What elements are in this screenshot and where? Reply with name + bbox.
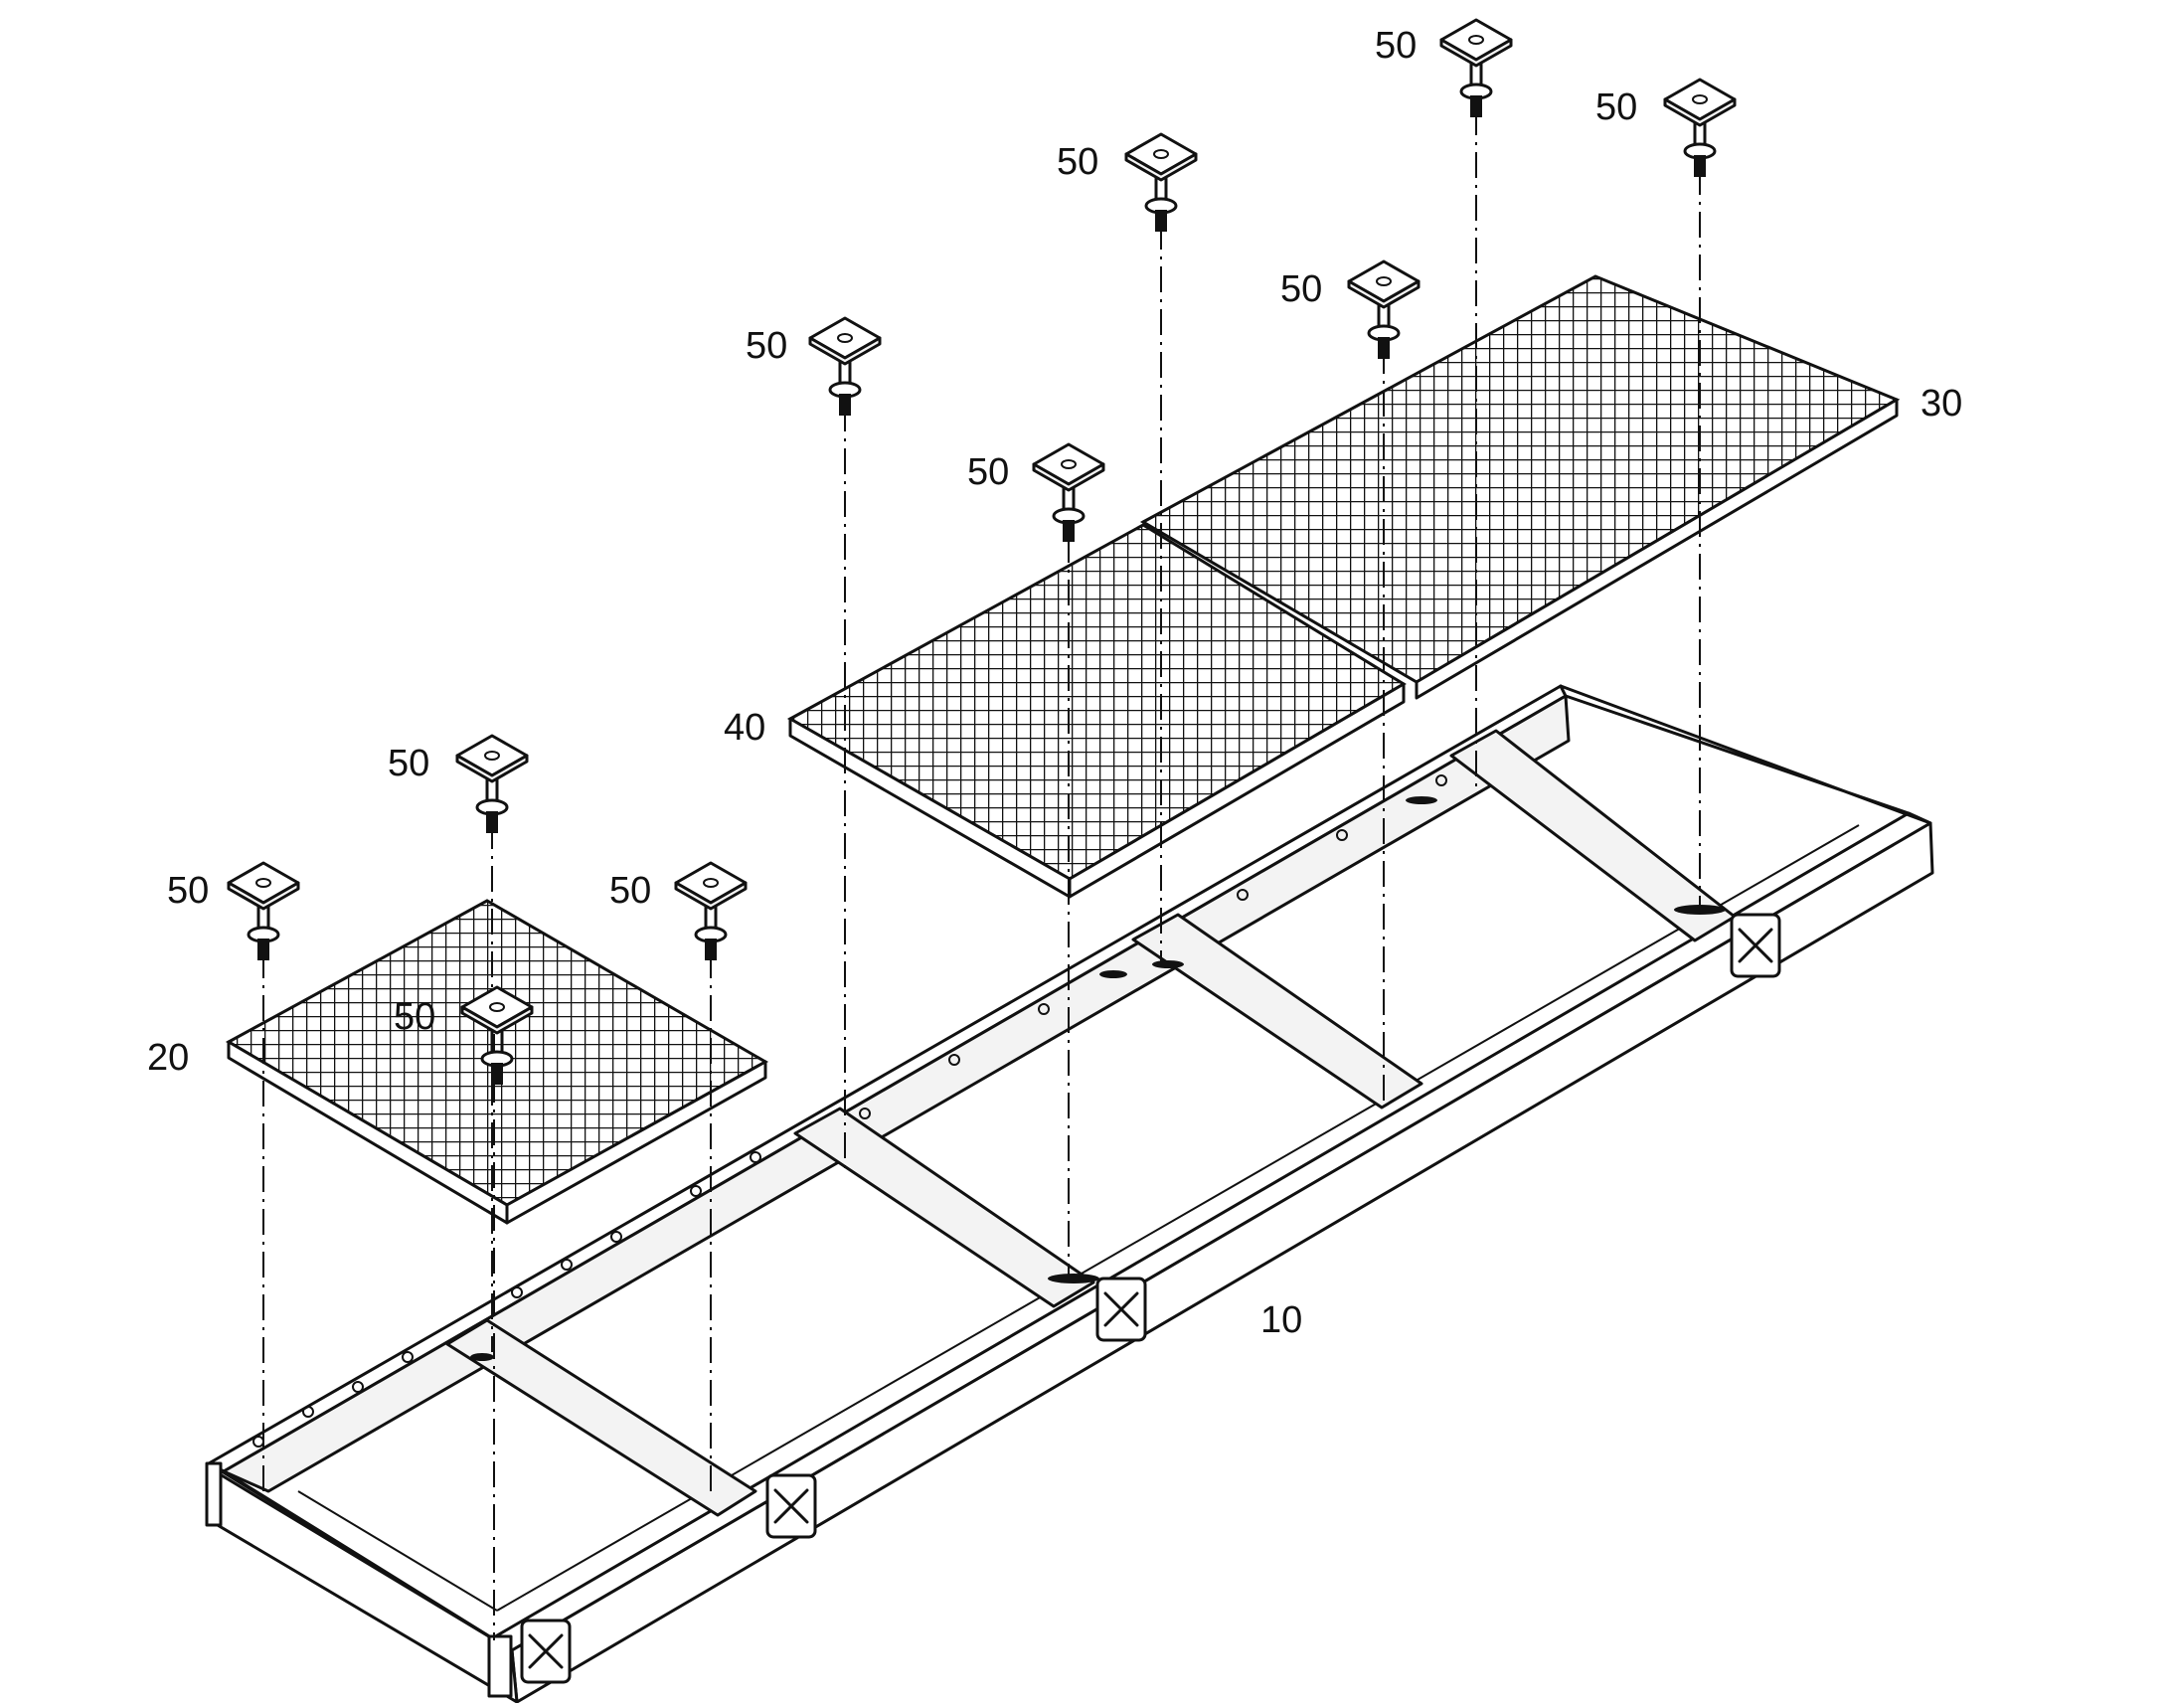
label-base-frame: 10 <box>1260 1299 1302 1341</box>
label-fastener-10: 50 <box>1595 86 1637 128</box>
label-grate-medium: 40 <box>724 707 765 749</box>
fastener-1 <box>227 861 300 962</box>
label-fastener-7: 50 <box>1057 141 1098 183</box>
cross-member-1 <box>445 1318 757 1517</box>
label-grate-small: 20 <box>147 1037 189 1079</box>
grate-long <box>1139 274 1901 700</box>
corner-bracket-mid-1 <box>765 1473 817 1539</box>
fastener-7 <box>1124 132 1198 234</box>
frame-far-inner-wall <box>222 694 1571 1493</box>
label-grate-long: 30 <box>1921 383 1962 425</box>
assembly-lines <box>262 109 1701 1640</box>
frame-left-end-face <box>205 1464 519 1704</box>
fastener-2 <box>455 734 529 835</box>
reference-labels: 10 20 30 40 50 50 50 50 50 50 50 50 50 5… <box>147 25 1962 1341</box>
fastener-10 <box>1663 78 1737 179</box>
label-fastener-1: 50 <box>167 870 209 912</box>
frame-right-end-top <box>1559 684 1932 825</box>
base-frame <box>205 684 1934 1704</box>
grate-medium <box>786 523 1407 899</box>
corner-bracket-right <box>1730 913 1781 978</box>
fastener-8 <box>1347 259 1421 361</box>
label-fastener-8: 50 <box>1280 268 1322 310</box>
label-fastener-4: 50 <box>394 996 435 1038</box>
label-fastener-5: 50 <box>746 325 787 367</box>
fastener-3 <box>674 861 748 962</box>
label-fastener-3: 50 <box>609 870 651 912</box>
corner-bracket-mid-2 <box>1095 1277 1147 1342</box>
fastener-6 <box>1032 442 1105 544</box>
fastener-5 <box>808 316 882 418</box>
label-fastener-6: 50 <box>967 451 1009 493</box>
label-fastener-2: 50 <box>388 743 429 784</box>
far-wall-holes <box>252 774 1447 1448</box>
cross-member-3 <box>1131 913 1423 1110</box>
cross-member-2 <box>793 1107 1095 1308</box>
fastener-9 <box>1439 18 1513 119</box>
corner-bracket-left <box>520 1619 572 1684</box>
label-fastener-9: 50 <box>1375 25 1417 67</box>
